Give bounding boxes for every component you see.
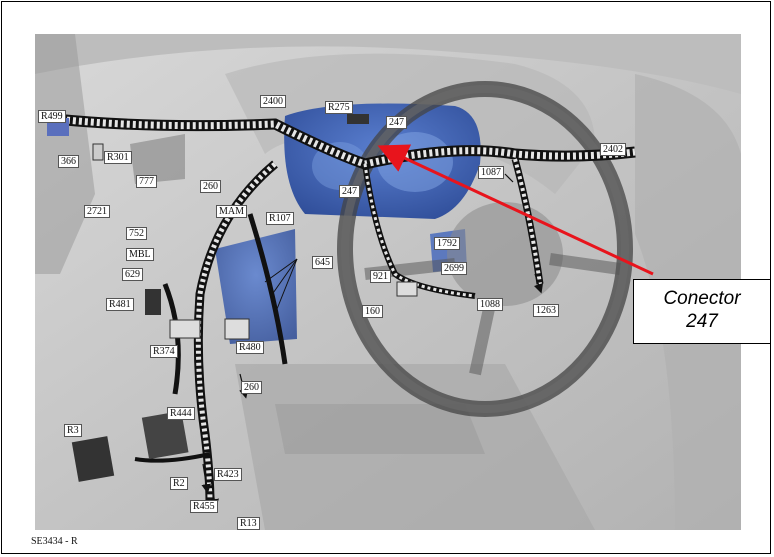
label-r423: R423 bbox=[214, 468, 242, 481]
label-366: 366 bbox=[58, 155, 79, 168]
label-247-upper: 247 bbox=[386, 116, 407, 129]
figure-id: SE3434 - R bbox=[31, 536, 78, 547]
label-921: 921 bbox=[370, 270, 391, 283]
label-r275: R275 bbox=[325, 101, 353, 114]
label-1087: 1087 bbox=[478, 166, 504, 179]
label-r13: R13 bbox=[237, 517, 260, 530]
label-2402: 2402 bbox=[600, 143, 626, 156]
connector-callout-box: Conector 247 bbox=[633, 279, 771, 344]
label-r107: R107 bbox=[266, 212, 294, 225]
label-247-lower: 247 bbox=[339, 185, 360, 198]
label-r374: R374 bbox=[150, 345, 178, 358]
label-r481: R481 bbox=[106, 298, 134, 311]
label-1088: 1088 bbox=[477, 298, 503, 311]
label-r444: R444 bbox=[167, 407, 195, 420]
label-r301: R301 bbox=[104, 151, 132, 164]
dashboard-wiring-photo bbox=[35, 34, 741, 530]
label-752: 752 bbox=[126, 227, 147, 240]
label-r3: R3 bbox=[64, 424, 82, 437]
label-2400: 2400 bbox=[260, 95, 286, 108]
callout-line-2: 247 bbox=[686, 311, 718, 332]
label-r480: R480 bbox=[236, 341, 264, 354]
label-645: 645 bbox=[312, 256, 333, 269]
label-260-upper: 260 bbox=[200, 180, 221, 193]
label-160: 160 bbox=[362, 305, 383, 318]
label-1792: 1792 bbox=[434, 237, 460, 250]
label-2721: 2721 bbox=[84, 205, 110, 218]
label-2699: 2699 bbox=[441, 262, 467, 275]
label-mbl: MBL bbox=[126, 248, 154, 261]
label-mam: MAM bbox=[216, 205, 248, 218]
callout-line-1: Conector bbox=[663, 288, 741, 309]
label-777: 777 bbox=[136, 175, 157, 188]
label-1263: 1263 bbox=[533, 304, 559, 317]
label-r2: R2 bbox=[170, 477, 188, 490]
label-260-lower: 260 bbox=[241, 381, 262, 394]
label-r455: R455 bbox=[190, 500, 218, 513]
label-r499: R499 bbox=[38, 110, 66, 123]
label-629: 629 bbox=[122, 268, 143, 281]
